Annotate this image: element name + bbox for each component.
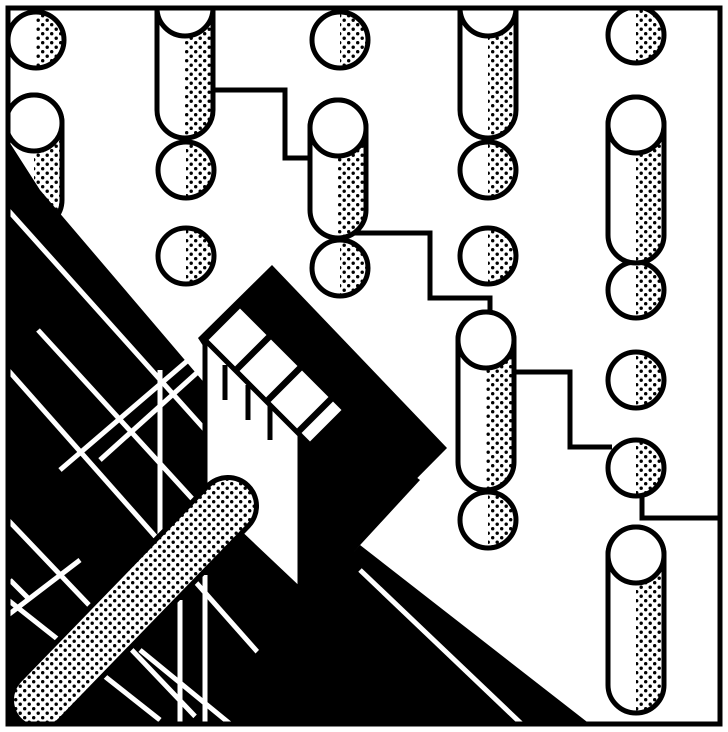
white-slab xyxy=(202,333,303,596)
dotted-capsule xyxy=(605,94,667,266)
dotted-sphere xyxy=(457,225,519,287)
dotted-sphere xyxy=(155,225,217,287)
dotted-capsule xyxy=(455,309,517,493)
dotted-sphere xyxy=(605,8,667,66)
dotted-sphere xyxy=(457,139,519,201)
dotted-sphere xyxy=(309,9,371,71)
dotted-sphere xyxy=(309,237,371,299)
dotted-sphere xyxy=(8,9,67,71)
dotted-capsule xyxy=(457,8,519,141)
dotted-sphere xyxy=(605,349,667,411)
dotted-sphere xyxy=(605,259,667,321)
dotted-capsule xyxy=(307,97,369,241)
dotted-capsule xyxy=(154,8,216,141)
capsule-group xyxy=(8,8,667,716)
dotted-capsule xyxy=(605,524,667,716)
diagonal-pipe xyxy=(9,475,259,724)
slab-ticks xyxy=(222,365,273,440)
dotted-sphere xyxy=(457,489,519,551)
dotted-sphere xyxy=(155,139,217,201)
dotted-sphere xyxy=(605,437,667,499)
sphere-group xyxy=(8,8,667,551)
outer-frame xyxy=(5,5,723,727)
lower-panel-line xyxy=(358,568,526,724)
lower-black-panel xyxy=(187,545,590,724)
mid-black-panel xyxy=(340,420,420,556)
